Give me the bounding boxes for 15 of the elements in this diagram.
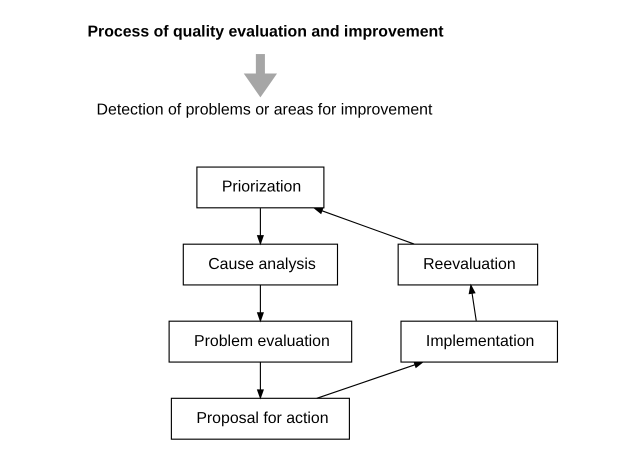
arrow	[312, 207, 414, 245]
arrow	[256, 285, 264, 322]
arrow	[468, 284, 476, 321]
node-box: Implementation	[400, 320, 558, 363]
node-box: Cause analysis	[182, 244, 338, 286]
node-box: Problem evaluation	[168, 320, 352, 363]
arrow	[243, 54, 277, 98]
arrow	[256, 362, 264, 400]
arrow	[256, 208, 264, 246]
arrow	[316, 362, 424, 399]
node-box: Priorization	[196, 166, 324, 208]
node-text: Detection of problems or areas for improvement	[96, 102, 432, 119]
node-box: Reevaluation	[397, 244, 538, 286]
node-text: Process of quality evaluation and improvement	[86, 23, 444, 40]
node-box: Proposal for action	[170, 398, 350, 440]
